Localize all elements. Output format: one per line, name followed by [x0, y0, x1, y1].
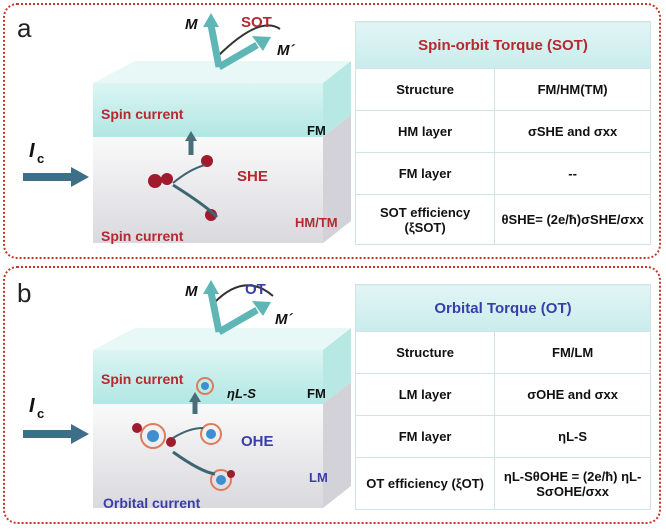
- fm-side-face: [323, 61, 351, 137]
- orbital-current-label: Orbital current: [103, 495, 201, 511]
- row-key: FM layer: [354, 152, 496, 195]
- table-row: Structure FM/LM: [354, 331, 651, 374]
- spin-current-label: Spin current: [101, 371, 184, 387]
- sot-diagram: M M´ SOT Spin current FM SHE HM/TM Spin …: [23, 13, 351, 244]
- orbital-atom: [216, 475, 226, 485]
- current-symbol: I: [29, 140, 35, 162]
- table-row: OT efficiency (ξOT) ηL-SθOHE = (2e/ħ) ηL…: [354, 457, 651, 510]
- fm-layer: [93, 350, 323, 404]
- row-key: OT efficiency (ξOT): [354, 457, 496, 510]
- hm-side-face: [323, 115, 351, 243]
- row-key: Structure: [354, 68, 496, 111]
- panel-label: a: [17, 13, 32, 43]
- m-label: M: [185, 16, 198, 33]
- current-symbol: I: [29, 395, 35, 417]
- panel-label: b: [17, 278, 32, 308]
- row-key: SOT efficiency (ξSOT): [354, 194, 496, 245]
- bottom-layer-label: LM: [309, 470, 328, 485]
- panel-b: b M M´ OT Spin current FM ηL-S OHE LM Or…: [3, 266, 661, 524]
- torque-label: SOT: [241, 14, 272, 31]
- m-prime-vector-head: [252, 301, 271, 316]
- spin-current-top-label: Spin current: [101, 106, 184, 122]
- m-label: M: [185, 283, 198, 300]
- row-key: LM layer: [354, 373, 496, 416]
- m-prime-label: M´: [277, 42, 295, 59]
- table-title: Orbital Torque (OT): [355, 284, 651, 332]
- row-value: ηL-SθOHE = (2e/ħ) ηL-SσOHE/σxx: [494, 457, 651, 510]
- spin-up-arrow-head: [185, 131, 197, 141]
- electron: [201, 155, 213, 167]
- orbital: [196, 377, 214, 395]
- m-vector: [207, 291, 223, 333]
- orbital-atom: [201, 382, 209, 390]
- m-prime-vector-head: [252, 36, 271, 51]
- row-key: HM layer: [354, 110, 496, 153]
- spin-up-arrow-head: [189, 392, 201, 402]
- panel-a: a M M´ SOT Spin current FM SHE HM/TM: [3, 3, 661, 259]
- spin-current-bottom-label: Spin current: [101, 228, 184, 244]
- electron: [132, 423, 142, 433]
- electron: [166, 437, 176, 447]
- m-prime-label: M´: [275, 311, 293, 328]
- spin-down-path: [172, 183, 219, 219]
- current-subscript: c: [37, 151, 44, 166]
- sot-table: Spin-orbit Torque (SOT) Structure FM/HM(…: [354, 21, 651, 245]
- precession-arc: [218, 24, 281, 56]
- orbital: [200, 423, 222, 445]
- effect-label: SHE: [237, 168, 268, 185]
- row-key: Structure: [354, 331, 496, 374]
- table-row: HM layer σSHE and σxx: [354, 110, 651, 153]
- eta-label: ηL-S: [227, 386, 256, 401]
- row-value: FM/HM(TM): [494, 68, 651, 111]
- hm-layer: [93, 137, 323, 243]
- effect-label: OHE: [241, 433, 274, 450]
- m-vector: [207, 24, 223, 68]
- electron: [148, 174, 162, 188]
- current-subscript: c: [37, 406, 44, 421]
- orbital-atom: [206, 429, 216, 439]
- m-vector-head: [203, 280, 219, 294]
- table-row: Structure FM/HM(TM): [354, 68, 651, 111]
- row-key: FM layer: [354, 415, 496, 458]
- table-title: Spin-orbit Torque (SOT): [355, 21, 651, 69]
- fm-side-face: [323, 328, 351, 404]
- table-row: FM layer ηL-S: [354, 415, 651, 458]
- orbital-atom: [147, 430, 159, 442]
- fm-top-face: [93, 61, 351, 83]
- row-value: ηL-S: [494, 415, 651, 458]
- current-arrow-head: [71, 167, 89, 187]
- orbital-up-path: [172, 427, 204, 439]
- table-row: SOT efficiency (ξSOT) θSHE= (2e/ħ)σSHE/σ…: [354, 194, 651, 245]
- row-value: θSHE= (2e/ħ)σSHE/σxx: [494, 194, 651, 245]
- fm-top-face: [93, 328, 351, 350]
- bottom-layer-label: HM/TM: [295, 215, 338, 230]
- fm-layer: [93, 83, 323, 137]
- torque-label: OT: [245, 281, 266, 298]
- row-value: σOHE and σxx: [494, 373, 651, 416]
- orbital: [140, 423, 166, 449]
- table-row: LM layer σOHE and σxx: [354, 373, 651, 416]
- m-vector-head: [203, 13, 219, 27]
- row-value: --: [494, 152, 651, 195]
- lm-side-face: [323, 382, 351, 508]
- precession-arc: [214, 284, 274, 303]
- fm-label: FM: [307, 386, 326, 401]
- m-prime-vector: [217, 41, 259, 71]
- row-value: FM/LM: [494, 331, 651, 374]
- fm-label: FM: [307, 123, 326, 138]
- current-arrow-head: [71, 424, 89, 444]
- m-prime-vector: [217, 306, 259, 336]
- orbital-down-path: [172, 450, 216, 476]
- spin-up-path: [172, 164, 206, 184]
- electron: [161, 173, 173, 185]
- electron: [205, 209, 217, 221]
- orbital: [210, 469, 232, 491]
- table-row: FM layer --: [354, 152, 651, 195]
- row-value: σSHE and σxx: [494, 110, 651, 153]
- lm-layer: [93, 404, 323, 508]
- ot-diagram: M M´ OT Spin current FM ηL-S OHE LM Orbi…: [23, 280, 351, 511]
- ot-table: Orbital Torque (OT) Structure FM/LM LM l…: [354, 284, 651, 510]
- electron: [227, 470, 235, 478]
